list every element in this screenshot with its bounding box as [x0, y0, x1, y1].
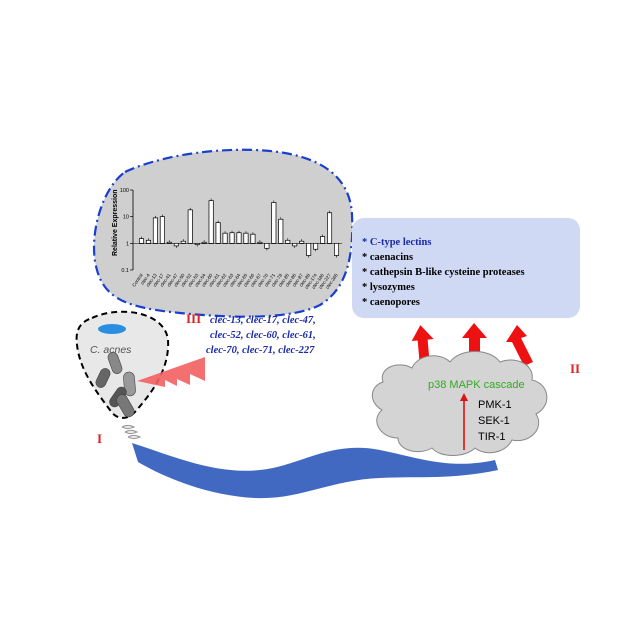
bar-clec-62 — [222, 232, 228, 244]
y-tick-label: 10 — [123, 215, 129, 221]
effector-caenopores: * caenopores — [362, 297, 420, 308]
bacterium-label: C. acnes — [90, 344, 132, 356]
bar-clec-265 — [334, 242, 340, 256]
gene-list-line-1: clec-13, clec-17, clec-47, — [210, 315, 316, 326]
bar-clec-17 — [159, 216, 165, 244]
y-tick-label: 100 — [120, 188, 129, 194]
mouth-squiggle-icon — [121, 424, 142, 440]
y-tick-label: 0.1 — [121, 268, 129, 274]
effector-lysozymes: * lysozymes — [362, 282, 415, 293]
bacterium-blue-ellipse — [98, 324, 126, 334]
effector-c-type-lectins: * C-type lectins — [362, 237, 431, 248]
bar-clec-87 — [299, 240, 305, 244]
bar-clec-186 — [320, 236, 326, 244]
pmk-1-label: PMK-1 — [478, 399, 512, 411]
bar-clec-174 — [313, 242, 319, 250]
bar-clec-86 — [292, 242, 298, 247]
cloud-shape — [371, 351, 548, 456]
bar-clec-85 — [285, 239, 291, 244]
cascade-arrow-head — [460, 393, 468, 401]
bar-clec-67 — [257, 241, 263, 244]
x-tick-label: clec-4 — [140, 272, 151, 285]
bar-clec-53 — [194, 242, 200, 245]
effector-caenacins: * caenacins — [362, 252, 413, 263]
bar-clec-4 — [145, 239, 151, 244]
block-arrow-up-icon — [411, 323, 533, 366]
effectors-box — [352, 218, 580, 318]
red-signal-wedge — [137, 357, 205, 387]
worm-body — [132, 443, 498, 499]
bar-clec-61 — [215, 222, 221, 244]
chart-ylabel: Relative Expression — [112, 189, 119, 256]
tir-1-label: TIR-1 — [478, 431, 506, 443]
sek-1-label: SEK-1 — [478, 415, 510, 427]
gene-list-line-2: clec-52, clec-60, clec-61, — [210, 330, 316, 341]
roman-label-iii: III — [186, 311, 201, 326]
bar-clec-54 — [201, 241, 207, 244]
bar-clec-71 — [271, 202, 277, 244]
rod-bacteria-icon — [95, 352, 136, 418]
bar-Control — [138, 238, 144, 244]
roman-label-ii: II — [570, 361, 580, 376]
bar-clec-78 — [278, 218, 284, 244]
bar-clec-50 — [180, 240, 186, 244]
y-tick-label: 1 — [126, 241, 129, 247]
bar-clec-64 — [236, 232, 242, 244]
bar-clec-88 — [306, 242, 312, 256]
effector-cathepsin: * cathepsin B-like cysteine proteases — [362, 267, 525, 278]
bar-clec-66 — [250, 233, 256, 244]
bar-clec-13 — [152, 217, 158, 244]
bar-clec-227 — [327, 212, 333, 244]
bar-clec-52 — [187, 209, 193, 244]
bar-clec-41 — [166, 241, 172, 244]
p38-mapk-title: p38 MAPK cascade — [428, 379, 525, 391]
gene-list-line-3: clec-70, clec-71, clec-227 — [206, 345, 315, 356]
bar-clec-63 — [229, 232, 235, 244]
bar-clec-70 — [264, 242, 270, 249]
bar-clec-60 — [208, 200, 214, 244]
bar-clec-47 — [173, 242, 179, 247]
roman-label-i: I — [97, 431, 102, 446]
bar-clec-65 — [243, 232, 249, 244]
